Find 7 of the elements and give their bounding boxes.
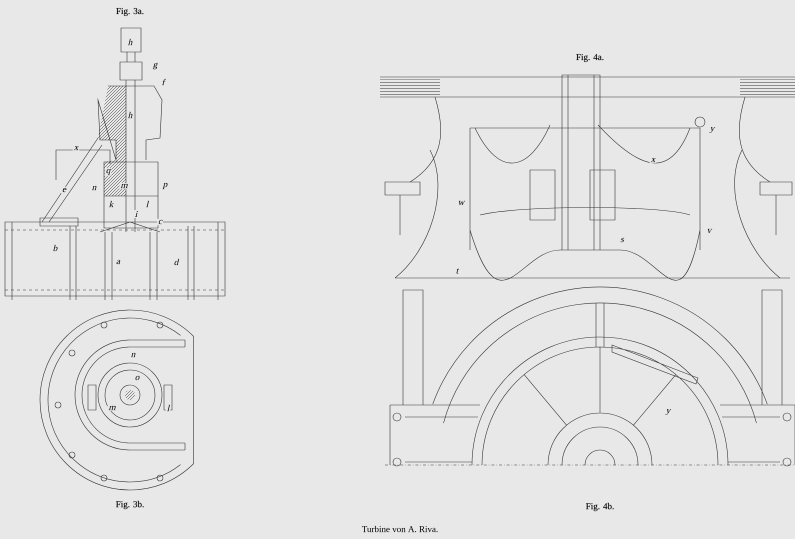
caption: Turbine von A. Riva. xyxy=(362,526,438,532)
callout-letter: l xyxy=(166,404,170,412)
callout-letter: i xyxy=(134,210,138,218)
callout-letter: t xyxy=(454,267,460,275)
callout-letter: s xyxy=(619,236,625,244)
callout-letter: f xyxy=(160,78,166,86)
callout-letter: l xyxy=(144,200,150,208)
